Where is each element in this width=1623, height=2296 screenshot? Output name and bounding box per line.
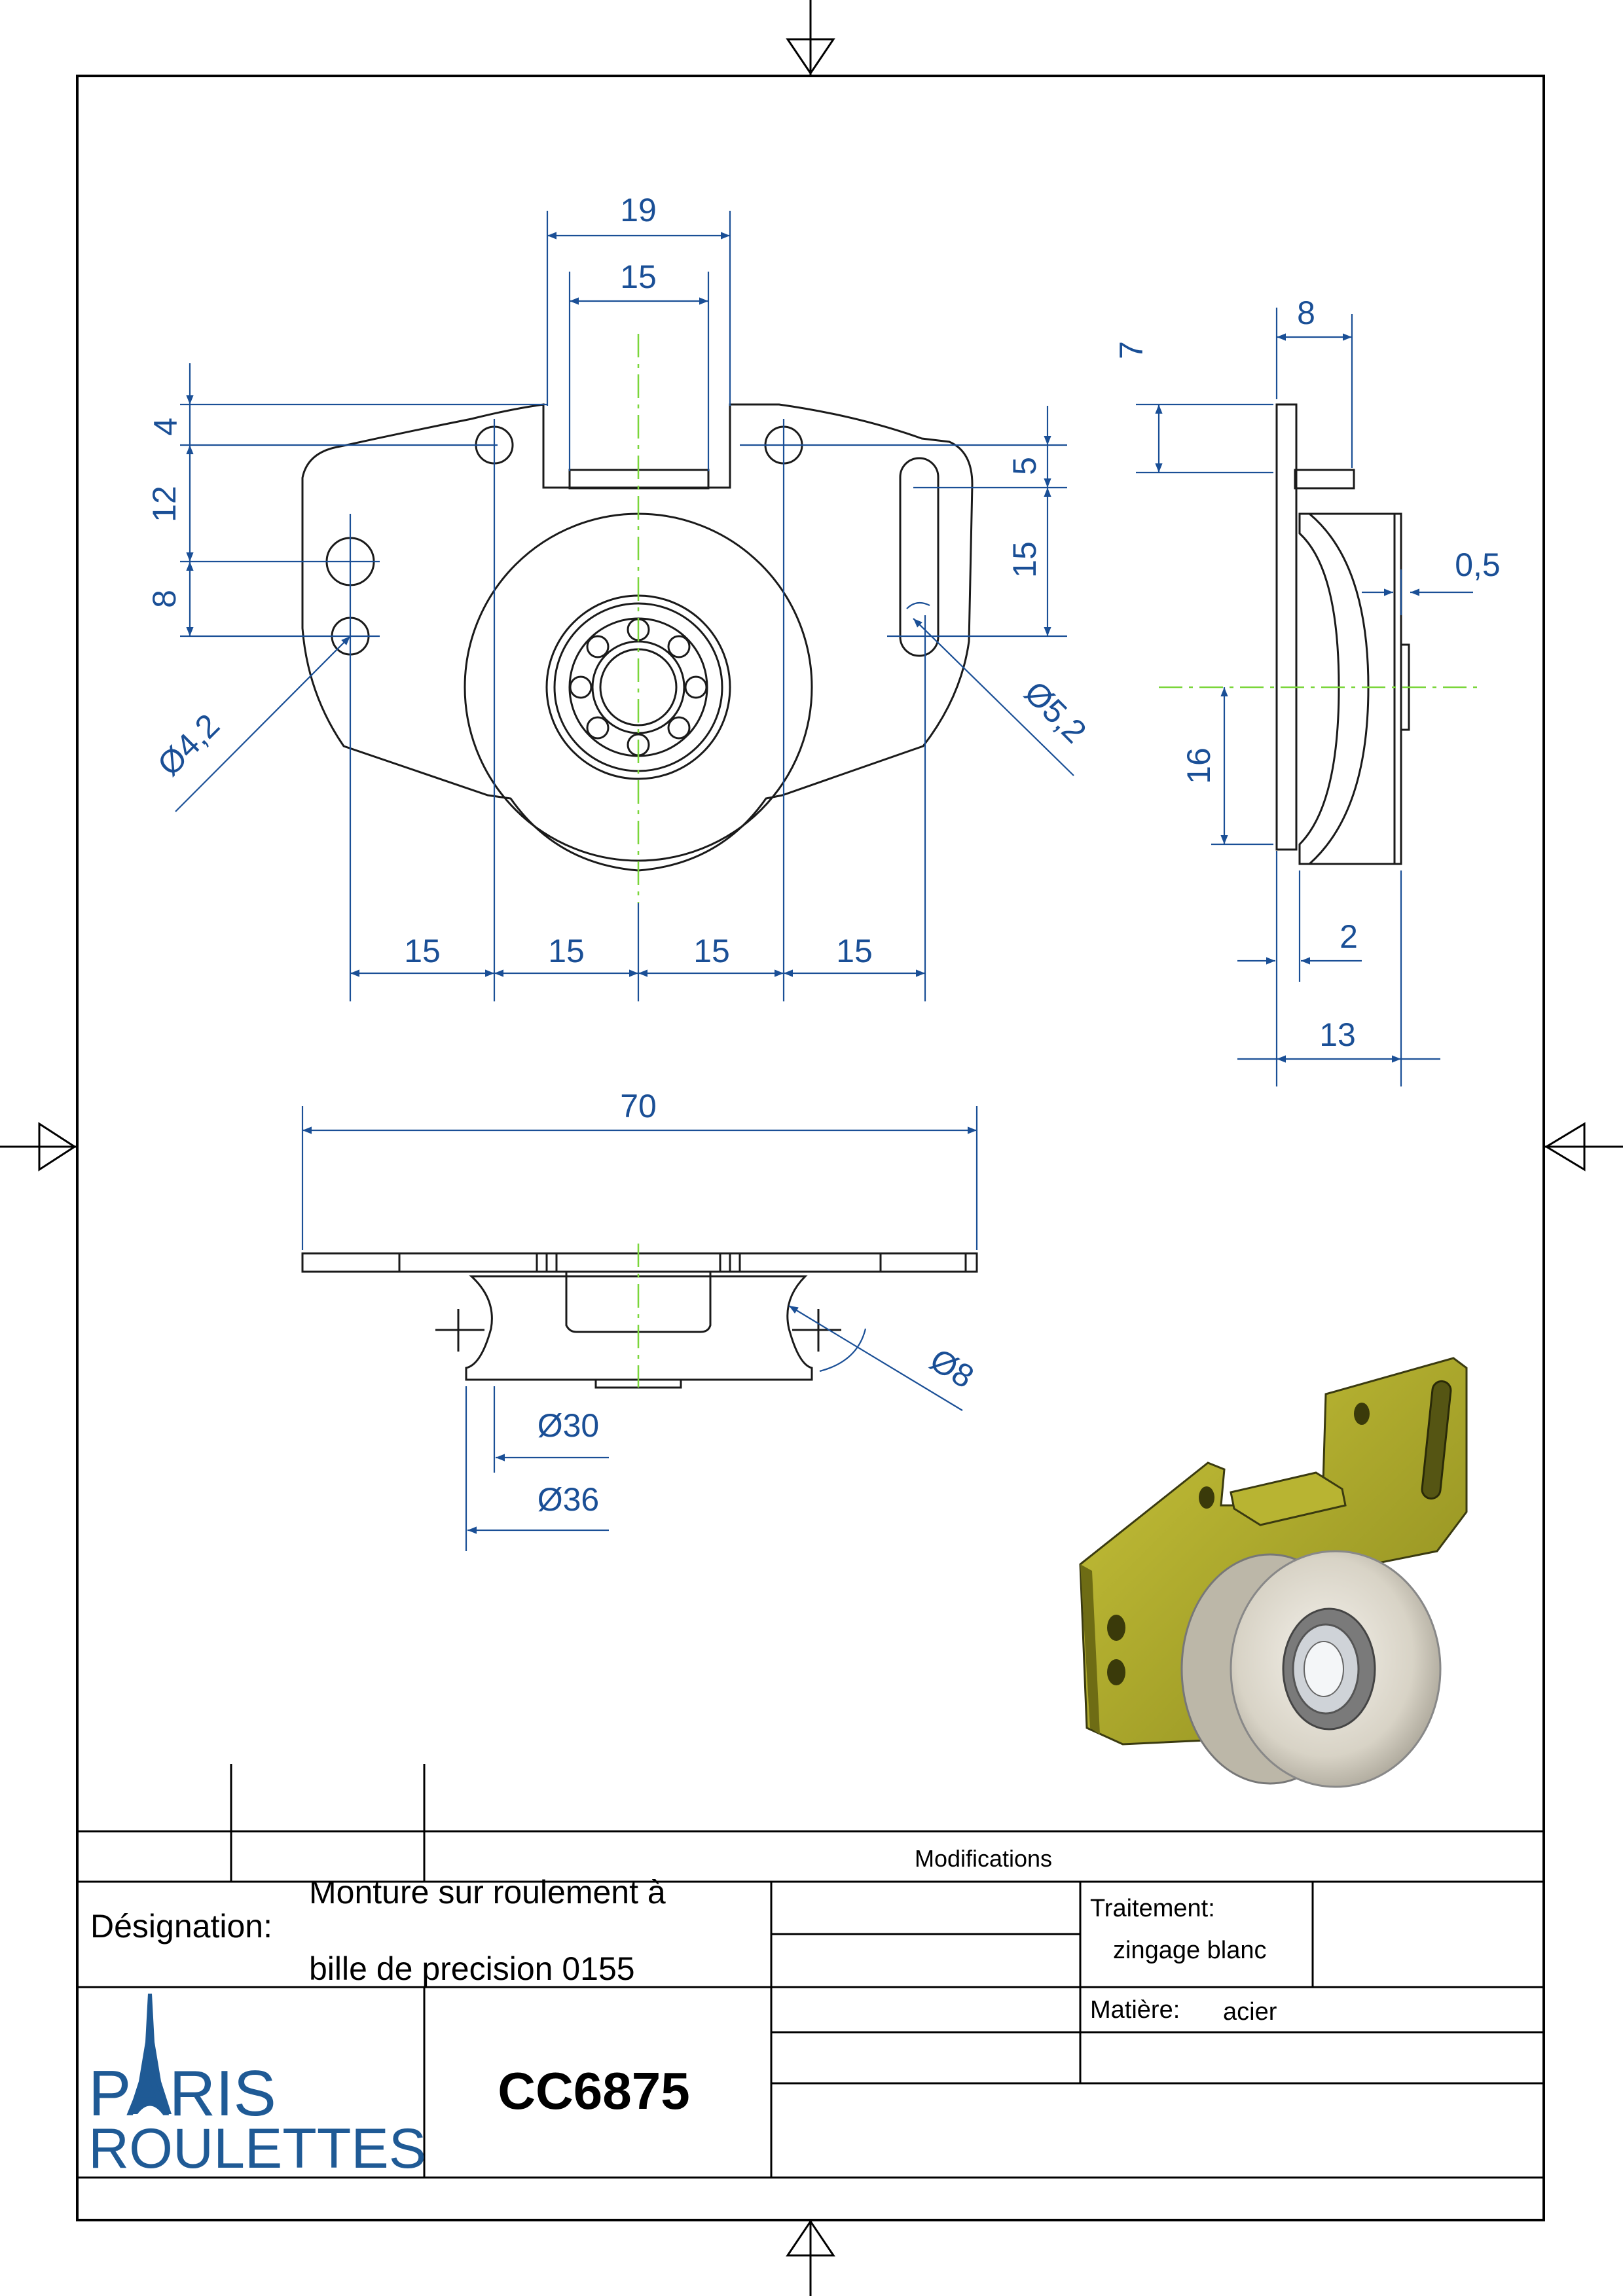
slot-3d: [1421, 1380, 1452, 1500]
brand-line1: PARIS: [88, 2057, 276, 2129]
side-view: 8 7 0,5 16 2 13: [1113, 295, 1501, 1086]
dim-7-side: 7: [1113, 341, 1150, 359]
dim-13-side: 13: [1319, 1016, 1356, 1053]
designation-line2: bille de precision 0155: [309, 1950, 635, 1987]
dim-19: 19: [620, 192, 657, 228]
brand-line2: ROULETTES: [88, 2117, 426, 2180]
title-block: Modifications Désignation: Monture sur r…: [77, 1764, 1544, 2180]
dim-5: 5: [1006, 457, 1043, 475]
part-number: CC6875: [498, 2062, 690, 2120]
dim-dia-8: Ø8: [924, 1341, 980, 1395]
dim-0-5-side: 0,5: [1455, 547, 1501, 583]
matiere-label: Matière:: [1090, 1996, 1180, 2024]
dim-16-side: 16: [1180, 747, 1217, 784]
dim-15-top: 15: [620, 259, 657, 295]
traitement-label: Traitement:: [1090, 1895, 1215, 1922]
dim-2-side: 2: [1340, 918, 1358, 955]
front-view: 19 15 4 12 8 5 15 Ø4,2 Ø5,2 15 15 15 15: [146, 192, 1093, 1001]
isometric-render: [1079, 1357, 1468, 1788]
dim-15-b: 15: [548, 933, 585, 969]
dim-8: 8: [146, 590, 183, 608]
modifications-label: Modifications: [915, 1845, 1052, 1872]
slot-hole: [899, 457, 939, 657]
dim-dia-36: Ø36: [538, 1481, 600, 1518]
dim-70: 70: [620, 1088, 657, 1124]
dim-dia-30: Ø30: [538, 1407, 600, 1444]
dim-hole-5-2: Ø5,2: [1017, 674, 1093, 750]
designation-line1: Monture sur roulement à: [309, 1874, 666, 1910]
brand-logo: PARIS ROULETTES: [88, 1994, 426, 2180]
dim-4: 4: [147, 418, 184, 436]
dim-15-slot: 15: [1006, 541, 1043, 578]
dim-8-side: 8: [1297, 295, 1315, 331]
top-view: 70 Ø8 Ø30 Ø36: [301, 1088, 980, 1551]
bracket-outline: [301, 403, 974, 872]
designation-label: Désignation:: [90, 1908, 272, 1945]
wheel-outline: [464, 512, 813, 862]
dim-15-d: 15: [836, 933, 873, 969]
eiffel-tower-icon: [128, 1994, 172, 2114]
traitement-value: zingage blanc: [1113, 1937, 1267, 1964]
wheel-side-profile: [1298, 512, 1402, 865]
dim-12: 12: [146, 486, 183, 522]
wheel-top-profile: [465, 1275, 813, 1381]
dim-15-c: 15: [693, 933, 730, 969]
matiere-value: acier: [1223, 1998, 1277, 2026]
dim-15-a: 15: [404, 933, 441, 969]
